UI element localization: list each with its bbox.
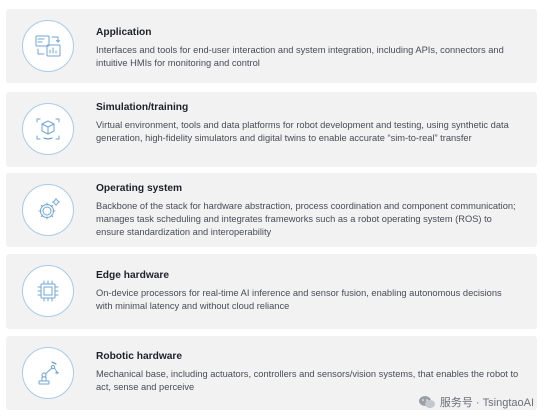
gear-icon bbox=[22, 184, 74, 236]
layer-title: Operating system bbox=[96, 183, 183, 194]
layer-description: On-device processors for real-time AI in… bbox=[96, 288, 502, 311]
layer-title: Simulation/training bbox=[96, 102, 189, 113]
simulation-cube-icon bbox=[22, 103, 74, 155]
chip-icon bbox=[22, 265, 74, 317]
layer-title: Edge hardware bbox=[96, 270, 170, 281]
robotic-arm-icon bbox=[22, 347, 74, 399]
layer-title: Application bbox=[96, 27, 152, 38]
layer-description: Mechanical base, including actuators, co… bbox=[96, 369, 519, 392]
application-dashboard-icon bbox=[22, 20, 74, 72]
layer-card-application: Application Interfaces and tools for end… bbox=[6, 9, 537, 83]
watermark-text: 服务号 · TsingtaoAI bbox=[439, 397, 534, 409]
watermark: 服务号 · TsingtaoAI bbox=[418, 394, 534, 410]
layer-card-simulation-training: Simulation/training Virtual environment,… bbox=[6, 92, 537, 167]
layer-card-robotic-hardware: Robotic hardware Mechanical base, includ… bbox=[6, 336, 537, 410]
layer-card-operating-system: Operating system Backbone of the stack f… bbox=[6, 173, 537, 247]
layer-card-edge-hardware: Edge hardware On-device processors for r… bbox=[6, 254, 537, 329]
wechat-logo-icon bbox=[418, 396, 435, 408]
layer-description: Interfaces and tools for end-user intera… bbox=[96, 45, 504, 68]
layer-description: Virtual environment, tools and data plat… bbox=[96, 120, 509, 143]
layer-title: Robotic hardware bbox=[96, 351, 183, 362]
layer-description: Backbone of the stack for hardware abstr… bbox=[96, 201, 516, 237]
